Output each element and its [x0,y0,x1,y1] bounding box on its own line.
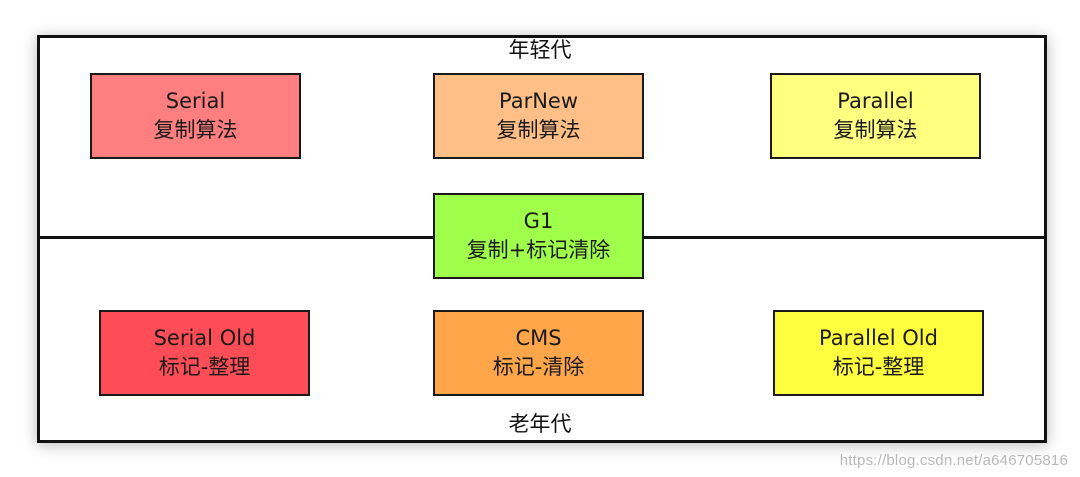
watermark-text: https://blog.csdn.net/a646705816 [839,452,1068,469]
collector-algorithm: 标记-整理 [832,355,925,379]
collector-algorithm: 标记-整理 [158,355,251,379]
collector-g1: G1 复制+标记清除 [433,193,644,279]
collector-parallel: Parallel 复制算法 [770,73,981,159]
collector-name: CMS [515,326,562,350]
collector-name: ParNew [498,89,579,113]
collector-parnew: ParNew 复制算法 [433,73,644,159]
collector-name: Serial Old [153,326,256,350]
collector-algorithm: 标记-清除 [492,355,585,379]
collector-name: Parallel [837,89,914,113]
collector-algorithm: 复制算法 [153,118,238,142]
old-generation-label: 老年代 [508,412,572,436]
young-generation-label: 年轻代 [508,38,572,62]
collector-algorithm: 复制+标记清除 [466,238,611,262]
collector-serial-old: Serial Old 标记-整理 [99,310,310,396]
collector-name: Parallel Old [819,326,938,350]
collector-cms: CMS 标记-清除 [433,310,644,396]
collector-parallel-old: Parallel Old 标记-整理 [773,310,984,396]
collector-serial: Serial 复制算法 [90,73,301,159]
collector-name: Serial [165,89,226,113]
collector-algorithm: 复制算法 [496,118,581,142]
collector-name: G1 [523,209,554,233]
collector-algorithm: 复制算法 [833,118,918,142]
